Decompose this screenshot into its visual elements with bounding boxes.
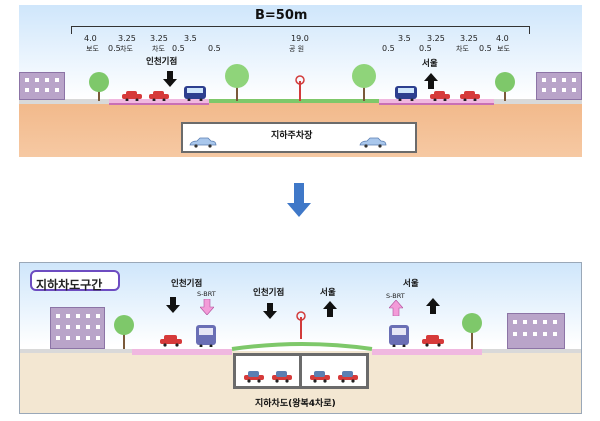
brt-label: S-BRT xyxy=(386,292,405,300)
dim-sublabel: 보도 xyxy=(86,45,99,53)
building-right xyxy=(507,313,565,349)
dim-value: 3.25 xyxy=(118,34,136,43)
gap-value: 0.5 xyxy=(172,44,185,53)
tunnel-label: 지하차도(왕복4차로) xyxy=(255,399,336,409)
down-arrow-icon xyxy=(163,71,177,87)
car-icon xyxy=(272,371,292,383)
car-icon xyxy=(430,91,450,101)
street-lamp-icon xyxy=(295,75,305,101)
car-icon xyxy=(310,371,330,383)
gap-value: 0.5 xyxy=(419,44,432,53)
dim-value: 3.5 xyxy=(184,34,197,43)
direction-label-incheon: 인천기점 xyxy=(253,288,285,298)
tree-icon xyxy=(495,72,515,101)
car-icon xyxy=(244,371,264,383)
gap-value: 0.5 xyxy=(208,44,221,53)
gap-value: 0.5 xyxy=(479,44,492,53)
down-arrow-icon xyxy=(263,303,277,319)
total-width-label: B=50m xyxy=(255,8,308,23)
building-right xyxy=(536,72,582,100)
dim-value: 4.0 xyxy=(84,34,97,43)
sidewalk-left xyxy=(19,99,109,104)
dim-value: 3.5 xyxy=(398,34,411,43)
tree-icon xyxy=(462,313,482,349)
underground-parking-box xyxy=(181,122,417,153)
direction-label-seoul: 서울 xyxy=(320,288,336,298)
bottom-cross-section: 지하차도구간 인천기점 S-BRT 인천기점 서울 서울 S-BRT xyxy=(19,262,582,414)
total-width-line xyxy=(71,26,529,27)
brt-label: S-BRT xyxy=(197,290,216,298)
road-left xyxy=(109,99,209,105)
building-left xyxy=(50,307,105,349)
car-icon xyxy=(338,371,358,383)
street-lamp-icon xyxy=(296,311,306,339)
direction-label-seoul: 서울 xyxy=(422,59,438,69)
tree-icon xyxy=(114,315,134,349)
bus-icon xyxy=(395,86,417,101)
up-arrow-icon xyxy=(426,298,440,314)
dim-tick xyxy=(71,26,72,34)
gap-value: 0.5 xyxy=(108,44,121,53)
tree-icon xyxy=(352,64,376,101)
dim-value: 19.0 xyxy=(291,34,309,43)
dim-sublabel: 차도 xyxy=(120,45,133,53)
dim-value: 3.25 xyxy=(150,34,168,43)
section-title: 지하차도구간 xyxy=(36,278,103,292)
up-arrow-icon xyxy=(389,300,403,316)
dim-value: 3.25 xyxy=(460,34,478,43)
dim-sublabel: 공 원 xyxy=(289,45,305,53)
underpass-divider xyxy=(299,355,302,388)
gap-value: 0.5 xyxy=(382,44,395,53)
down-arrow-icon xyxy=(287,183,311,217)
car-icon xyxy=(122,91,142,101)
direction-label-incheon: 인천기점 xyxy=(171,279,203,289)
direction-label-incheon: 인천기점 xyxy=(146,57,178,67)
car-icon xyxy=(149,91,169,101)
top-cross-section: B=50m 4.0 3.25 3.25 3.5 19.0 3.5 3.25 3.… xyxy=(19,5,582,157)
park-lawn xyxy=(209,99,379,103)
section-title-badge: 지하차도구간 xyxy=(30,270,120,292)
sidewalk-right xyxy=(494,99,582,104)
dim-sublabel: 차도 xyxy=(152,45,165,53)
dim-value: 3.25 xyxy=(427,34,445,43)
down-arrow-icon xyxy=(166,297,180,313)
bus-icon xyxy=(389,325,409,347)
bus-icon xyxy=(196,325,216,347)
car-icon xyxy=(189,137,217,148)
car-icon xyxy=(359,137,387,148)
up-arrow-icon xyxy=(424,73,438,89)
up-arrow-icon xyxy=(323,301,337,317)
dim-tick xyxy=(529,26,530,34)
building-left xyxy=(19,72,65,100)
car-icon xyxy=(160,335,182,347)
parking-label: 지하주차장 xyxy=(271,131,313,141)
dim-sublabel: 차도 xyxy=(456,45,469,53)
car-icon xyxy=(422,335,444,347)
down-arrow-icon xyxy=(200,299,214,315)
direction-label-seoul: 서울 xyxy=(403,279,419,289)
bus-icon xyxy=(184,86,206,101)
road-right xyxy=(379,99,494,105)
car-icon xyxy=(460,91,480,101)
dim-sublabel: 보도 xyxy=(497,45,510,53)
tree-icon xyxy=(225,64,249,101)
dim-value: 4.0 xyxy=(496,34,509,43)
tree-icon xyxy=(89,72,109,101)
